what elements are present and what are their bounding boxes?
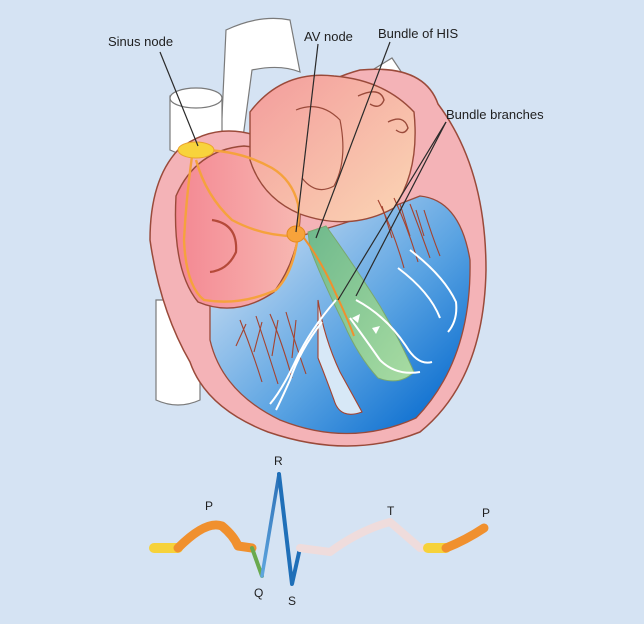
wave-label-t: T [387, 504, 395, 518]
valve-curve-left-atrium-b [387, 118, 409, 134]
wave-label-p-first: P [205, 499, 213, 513]
left-atrium-inner [295, 106, 344, 191]
wave-label-p-second: P [482, 506, 490, 520]
valve-curve-left-atrium-a [357, 91, 385, 107]
ecg-waveform [149, 472, 489, 586]
label-av-node: AV node [304, 29, 353, 44]
label-bundle-branches: Bundle branches [446, 107, 544, 122]
sinus-node [177, 141, 215, 159]
purkinje-fibers [269, 249, 458, 411]
wave-label-r: R [274, 454, 283, 468]
bundle-branch-orange [303, 237, 355, 337]
leader-lines [159, 41, 447, 301]
wave-label-q: Q [254, 586, 263, 600]
conduction-pathway [182, 148, 300, 303]
wave-label-s: S [288, 594, 296, 608]
label-bundle-of-his: Bundle of HIS [378, 26, 459, 41]
label-sinus-node: Sinus node [108, 34, 173, 49]
av-node [286, 225, 306, 243]
purkinje-arrows [352, 314, 380, 334]
valve-curve-right-atrium [209, 218, 238, 274]
ventricle-valves [235, 197, 441, 415]
